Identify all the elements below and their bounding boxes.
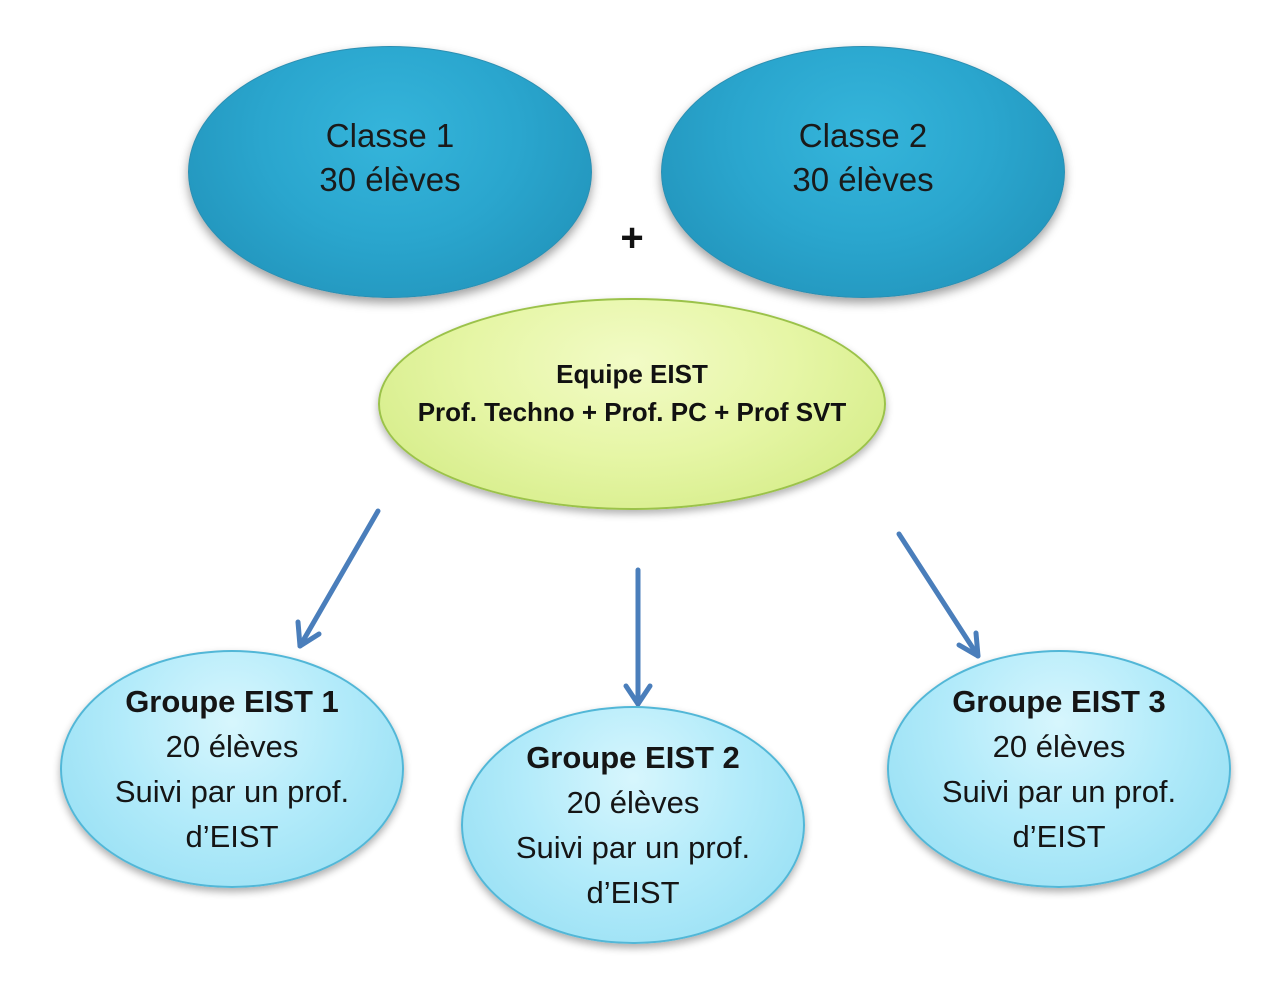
- groupe-3-line1: Suivi par un prof.: [941, 774, 1177, 809]
- classe-2-students: 30 élèves: [792, 161, 934, 198]
- arrow-to-groupe-1: [295, 508, 381, 649]
- groupe-3-students: 20 élèves: [992, 729, 1126, 764]
- groupe-1-title: Groupe EIST 1: [125, 684, 339, 719]
- equipe-eist-ellipse: Equipe EIST Prof. Techno + Prof. PC + Pr…: [378, 298, 886, 510]
- classe-1-name: Classe 1: [325, 117, 455, 154]
- groupe-3-title: Groupe EIST 3: [952, 684, 1166, 719]
- groupe-1-line1: Suivi par un prof.: [114, 774, 350, 809]
- groupe-2-title: Groupe EIST 2: [526, 740, 740, 775]
- groupe-1-line2: d’EIST: [185, 819, 279, 854]
- groupe-eist-1-ellipse: Groupe EIST 1 20 élèves Suivi par un pro…: [60, 650, 404, 888]
- plus-sign: +: [620, 216, 644, 260]
- groupe-3-line2: d’EIST: [1012, 819, 1106, 854]
- groupe-eist-2-ellipse: Groupe EIST 2 20 élèves Suivi par un pro…: [461, 706, 805, 944]
- groupe-2-line1: Suivi par un prof.: [515, 830, 751, 865]
- classe-1-students: 30 élèves: [319, 161, 461, 198]
- classe-2-ellipse: Classe 2 30 élèves: [661, 46, 1065, 298]
- groupe-2-line2: d’EIST: [586, 875, 680, 910]
- equipe-title: Equipe EIST: [556, 359, 708, 389]
- groupe-1-students: 20 élèves: [165, 729, 299, 764]
- groupe-eist-3-ellipse: Groupe EIST 3 20 élèves Suivi par un pro…: [887, 650, 1231, 888]
- classe-2-name: Classe 2: [798, 117, 928, 154]
- arrow-to-groupe-3: [896, 531, 981, 659]
- groupe-2-students: 20 élèves: [566, 785, 700, 820]
- classe-1-ellipse: Classe 1 30 élèves: [188, 46, 592, 298]
- arrow-to-groupe-2: [623, 567, 653, 707]
- equipe-members: Prof. Techno + Prof. PC + Prof SVT: [417, 397, 847, 427]
